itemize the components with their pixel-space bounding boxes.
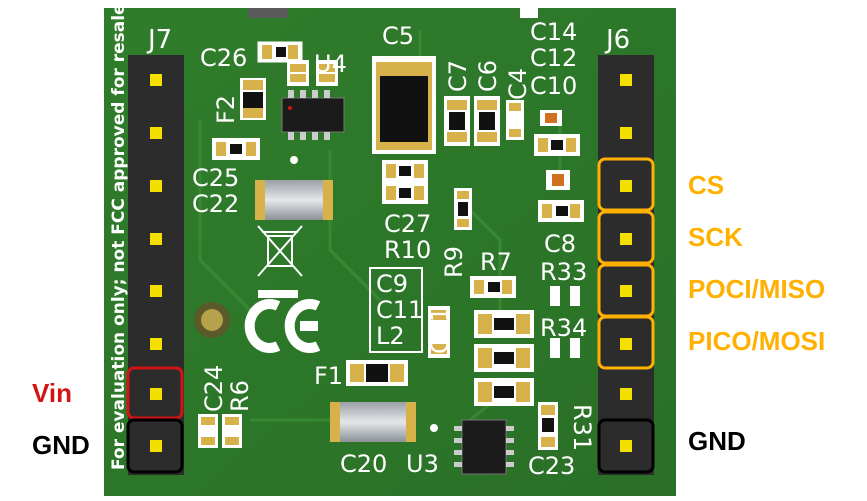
sck-pin-highlight [597,210,655,265]
c23-label: C23 [528,452,575,480]
c21-label: C21 [426,307,454,354]
gnd-right-label: GND [688,426,746,456]
j7-header-body [128,55,184,475]
poci-miso-label: POCI/MISO [688,274,825,304]
f1-label: F1 [314,362,343,390]
gnd-left-pin-highlight [126,418,184,474]
j7-label: J7 [146,25,172,55]
r33-label: R33 [540,258,587,286]
gnd-right-pin-highlight [597,418,655,474]
l2-label: L2 [376,322,405,350]
c5-label: C5 [382,22,414,50]
c6-label: C6 [474,60,502,92]
c24-label: C24 [200,365,228,412]
j6-pins [620,74,632,452]
c22-label: C22 [192,190,239,218]
r34-label: R34 [540,314,587,342]
c12-label: C12 [530,44,577,72]
c14-label: C14 [530,18,577,46]
vin-pin-highlight [126,366,184,420]
sck-label: SCK [688,222,743,252]
c8-label: C8 [544,230,576,258]
c10-label: C10 [530,72,577,100]
r7-label: R7 [480,248,512,276]
c27-label: C27 [384,210,431,238]
c20-label: C20 [340,450,387,478]
cs-label: CS [688,170,724,200]
c7-label: C7 [444,60,472,92]
r31-label: R31 [568,404,596,451]
spi-pin-highlights [597,157,655,370]
j6-label: J6 [604,25,630,55]
top-connector [248,8,288,18]
fcc-notice: For evaluation only; not FCC approved fo… [109,0,129,470]
pico-mosi-label: PICO/MOSI [688,326,825,356]
silkscreen-labels: C26 U4 C5 C14 C12 C10 C7 C6 C4 F2 C25 C2… [192,18,596,480]
f2-label: F2 [212,95,240,124]
r9-label: R9 [440,246,468,278]
u4-label: U4 [314,50,347,78]
c11-label: C11 [376,296,423,324]
c26-label: C26 [200,44,247,72]
j7-pins [150,74,162,452]
vin-label: Vin [32,378,72,408]
c25-label: C25 [192,164,239,192]
r6-label: R6 [226,380,254,412]
cs-pin-highlight [597,157,655,212]
r10-label: R10 [384,236,431,264]
c9-label: C9 [376,270,408,298]
gnd-left-label: GND [32,430,90,460]
u3-label: U3 [406,450,439,478]
c4-label: C4 [504,68,532,100]
components [194,8,584,475]
pico-pin-highlight [597,315,655,370]
